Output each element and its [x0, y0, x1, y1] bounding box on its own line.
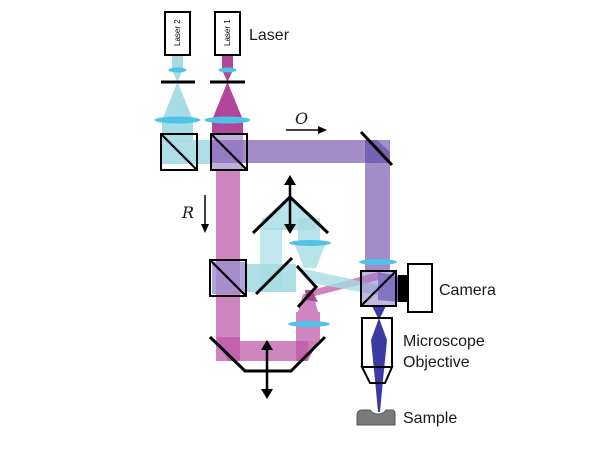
v-mirror: [295, 264, 319, 309]
object-beam-label: O: [295, 109, 308, 128]
laser1-collimating-lens: [204, 116, 251, 124]
fold-mirror: [359, 130, 394, 167]
laser2-label: Laser 2: [173, 19, 182, 46]
object-beam: [212, 134, 390, 270]
sample: [356, 409, 396, 426]
beam-splitter-1: [160, 133, 198, 171]
reference-beam-direction-arrow-icon: [201, 195, 209, 233]
camera-label: Camera: [439, 282, 496, 299]
laser1-label: Laser 1: [223, 19, 232, 46]
camera-beam-splitter: [360, 270, 397, 307]
camera: [398, 263, 433, 313]
objective-label-line1: Microscope: [403, 333, 485, 350]
laser1-small-lens: [218, 67, 237, 73]
flat-mirror: [254, 256, 294, 296]
laser-label: Laser: [249, 27, 290, 44]
microscope-objective: [360, 317, 394, 384]
laser2-beam: [162, 55, 212, 164]
delay-lens-upper: [289, 240, 331, 246]
beam-splitter-3: [209, 259, 247, 297]
laser2-small-lens: [168, 67, 187, 73]
laser-1: Laser 1: [214, 11, 241, 56]
camera-lens: [359, 259, 397, 265]
laser-2: Laser 2: [164, 11, 191, 56]
trapezoid-mirror-translation-arrow-icon: [261, 340, 273, 399]
laser1-beam: [212, 55, 243, 134]
beam-splitter-2: [210, 133, 248, 171]
sample-label: Sample: [403, 410, 457, 427]
laser2-collimating-lens: [154, 116, 201, 124]
objective-label-line2: Objective: [403, 354, 470, 371]
reference-beam-label: R: [181, 203, 194, 222]
focused-beam: [371, 306, 387, 412]
object-beam-direction-arrow-icon: [286, 126, 327, 134]
roof-mirror-translation-arrow-icon: [284, 175, 296, 234]
delay-lens-lower: [288, 321, 330, 327]
